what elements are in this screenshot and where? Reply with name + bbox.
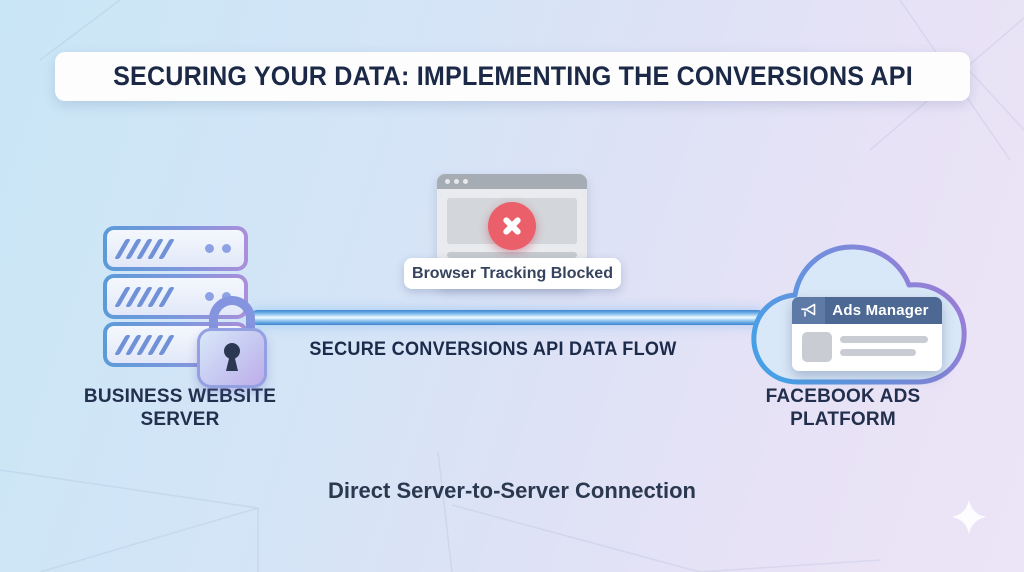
ad-thumbnail-placeholder: [802, 332, 832, 362]
ad-text-placeholder: [840, 349, 916, 356]
browser-text-placeholder: [447, 252, 577, 258]
cloud-node-label: FACEBOOK ADS PLATFORM: [765, 386, 921, 430]
ads-manager-body: [792, 324, 942, 371]
lock-icon: [197, 296, 267, 388]
flow-label: SECURE CONVERSIONS API DATA FLOW: [309, 339, 677, 360]
browser-blocked-badge: Browser Tracking Blocked: [404, 258, 621, 289]
lock-body: [197, 328, 267, 388]
title-banner: SECURING YOUR DATA: IMPLEMENTING THE CON…: [55, 52, 970, 101]
keyhole-icon: [224, 343, 240, 359]
blocked-x-icon: [488, 202, 536, 250]
vent-slashes: [114, 286, 175, 307]
window-dots-icon: [445, 179, 450, 184]
ads-manager-header: Ads Manager: [792, 297, 942, 324]
secure-connection-pipe: [250, 310, 765, 325]
vent-slashes: [114, 334, 175, 355]
server-stack: [103, 226, 248, 370]
keyhole-stem: [226, 355, 238, 371]
footer-caption: Direct Server-to-Server Connection: [328, 478, 696, 503]
lock-shackle: [209, 296, 255, 336]
page-title: SECURING YOUR DATA: IMPLEMENTING THE CON…: [112, 61, 913, 91]
status-dots: [205, 244, 231, 253]
window-dots-icon: [463, 179, 468, 184]
sparkle-icon: [952, 500, 986, 534]
browser-blocked-label: Browser Tracking Blocked: [412, 264, 613, 282]
megaphone-icon: [792, 297, 825, 324]
vent-slashes: [114, 238, 175, 259]
server-rack-unit: [103, 226, 248, 271]
ad-text-placeholder: [840, 336, 928, 343]
browser-titlebar: [437, 174, 587, 189]
window-dots-icon: [454, 179, 459, 184]
ads-manager-title: Ads Manager: [832, 302, 929, 319]
ads-manager-panel: Ads Manager: [792, 297, 942, 371]
server-node-label: BUSINESS WEBSITE SERVER: [83, 386, 277, 430]
